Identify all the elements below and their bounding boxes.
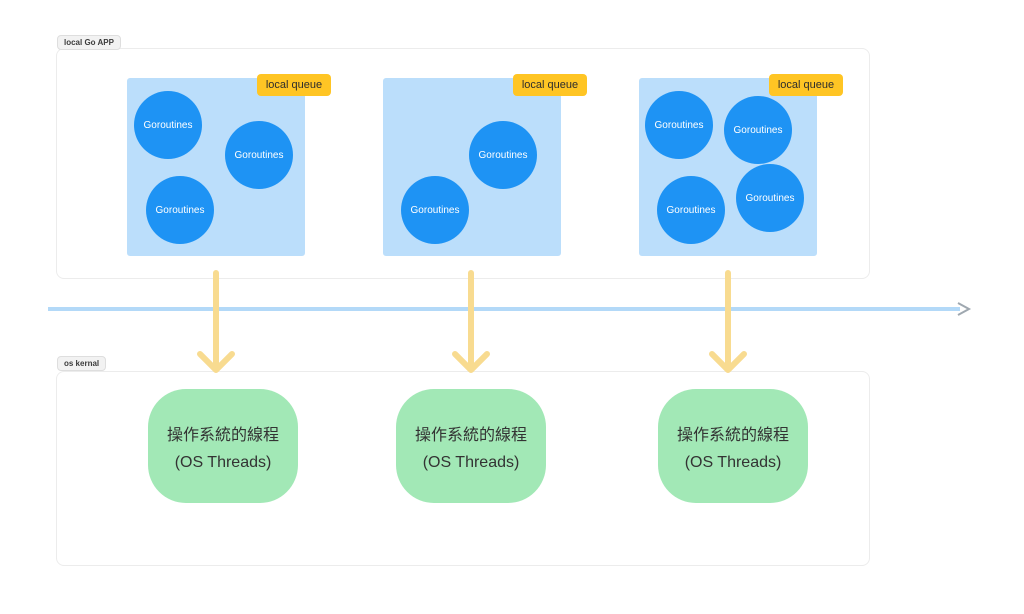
scheduler-down-arrow	[197, 270, 235, 373]
os-thread-label-zh: 操作系統的線程	[676, 426, 789, 444]
down-arrow-icon	[709, 270, 747, 373]
os-thread-box-1: 操作系統的線程 (OS Threads)	[148, 389, 298, 503]
goroutine-circle: Goroutines	[724, 96, 792, 164]
local-queue-tag: local queue	[513, 74, 587, 96]
os-thread-label-en: (OS Threads)	[422, 453, 520, 471]
down-arrow-icon	[197, 270, 235, 373]
os-kernel-label: os kernal	[57, 356, 107, 371]
scheduler-down-arrow	[709, 270, 747, 373]
goroutine-circle: Goroutines	[146, 176, 214, 244]
goroutine-circle: Goroutines	[645, 91, 713, 159]
goroutine-circle: Goroutines	[401, 176, 469, 244]
timeline-arrow	[48, 302, 972, 316]
os-thread-box-3: 操作系統的線程 (OS Threads)	[658, 389, 808, 503]
timeline-arrowhead-icon	[957, 302, 972, 316]
goroutine-circle: Goroutines	[657, 176, 725, 244]
go-app-label: local Go APP	[57, 35, 121, 50]
goroutine-circle: Goroutines	[469, 121, 537, 189]
os-thread-label-en: (OS Threads)	[684, 453, 782, 471]
local-queue-tag: local queue	[769, 74, 843, 96]
goroutine-circle: Goroutines	[225, 121, 293, 189]
os-thread-label-zh: 操作系統的線程	[414, 426, 527, 444]
os-thread-label-zh: 操作系統的線程	[166, 426, 279, 444]
local-queue-tag: local queue	[257, 74, 331, 96]
os-thread-box-2: 操作系統的線程 (OS Threads)	[396, 389, 546, 503]
down-arrow-icon	[452, 270, 490, 373]
os-thread-label-en: (OS Threads)	[174, 453, 272, 471]
goroutine-circle: Goroutines	[134, 91, 202, 159]
goroutine-circle: Goroutines	[736, 164, 804, 232]
scheduler-down-arrow	[452, 270, 490, 373]
